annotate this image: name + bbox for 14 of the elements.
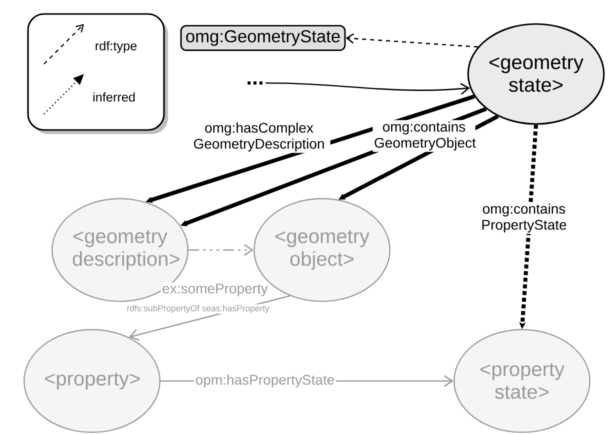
legend-text: inferred <box>93 92 135 102</box>
arrow <box>188 244 254 256</box>
legend-text: rdf:type <box>96 41 137 53</box>
edge-label: opm:hasPropertyState <box>194 373 336 389</box>
note-text: rdfs:subPropertyOf seas:hasProperty <box>126 304 270 314</box>
ellipsis-text: ... <box>248 81 262 85</box>
edge-label: omg:contains PropertyState <box>472 202 576 234</box>
arrow <box>265 82 470 95</box>
arrow <box>346 33 478 48</box>
edge-label: ex:someProperty <box>160 282 270 298</box>
edge-label: omg:hasComplex GeometryDescription <box>188 121 330 153</box>
class-box: omg:GeometryState <box>180 24 346 52</box>
edge-label: omg:contains GeometryObject <box>372 120 476 152</box>
arrow <box>519 124 538 330</box>
